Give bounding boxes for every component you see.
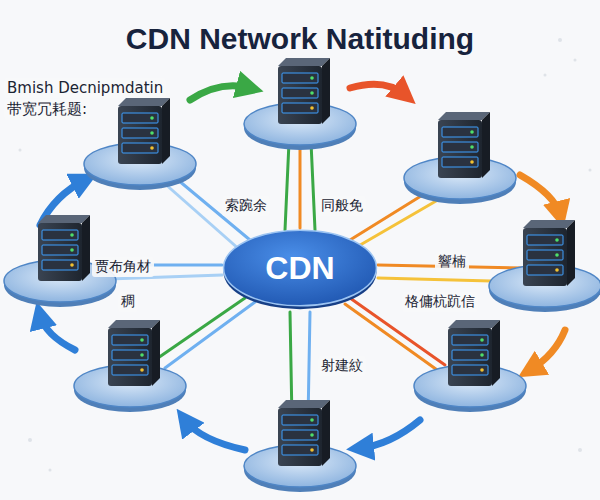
- annotation-label: 射建紋: [318, 356, 366, 376]
- annotation-label: 索踠余: [222, 196, 270, 216]
- annotation-label: 稠: [118, 292, 138, 312]
- annotation-label: 格傭杭䟘信: [402, 292, 478, 312]
- annotation-label: 贾布角材: [92, 257, 154, 277]
- annotation-label: 響楠: [435, 252, 469, 272]
- diagram-title: CDN Network Natituding: [0, 22, 600, 56]
- cdn-hub-ellipse: CDN: [222, 226, 378, 310]
- annotation-label: Bmish Decnipmdatin: [4, 78, 166, 98]
- annotation-label: 带宽冗耗题:: [4, 99, 90, 120]
- annotation-label: 同般免: [318, 196, 366, 216]
- node-text: CDN: [265, 250, 334, 287]
